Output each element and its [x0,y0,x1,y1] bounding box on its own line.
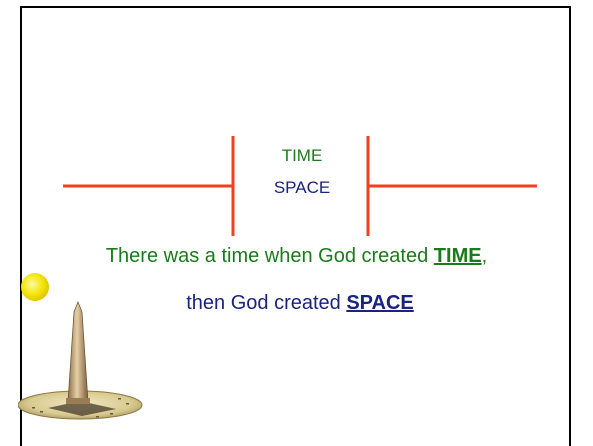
sundial-icon [18,302,142,419]
statement-line-1-suffix: , [482,245,488,267]
statement-line-1-text: There was a time when God created [106,245,434,267]
space-label: SPACE [262,178,342,198]
sun-icon [21,273,49,301]
statement-line-1: There was a time when God created TIME, [0,245,593,268]
space-keyword: SPACE [346,292,413,314]
sundial-illustration [18,270,148,420]
statement-line-2-text: then God created [186,292,346,314]
time-label: TIME [262,146,342,166]
time-keyword: TIME [434,245,482,267]
